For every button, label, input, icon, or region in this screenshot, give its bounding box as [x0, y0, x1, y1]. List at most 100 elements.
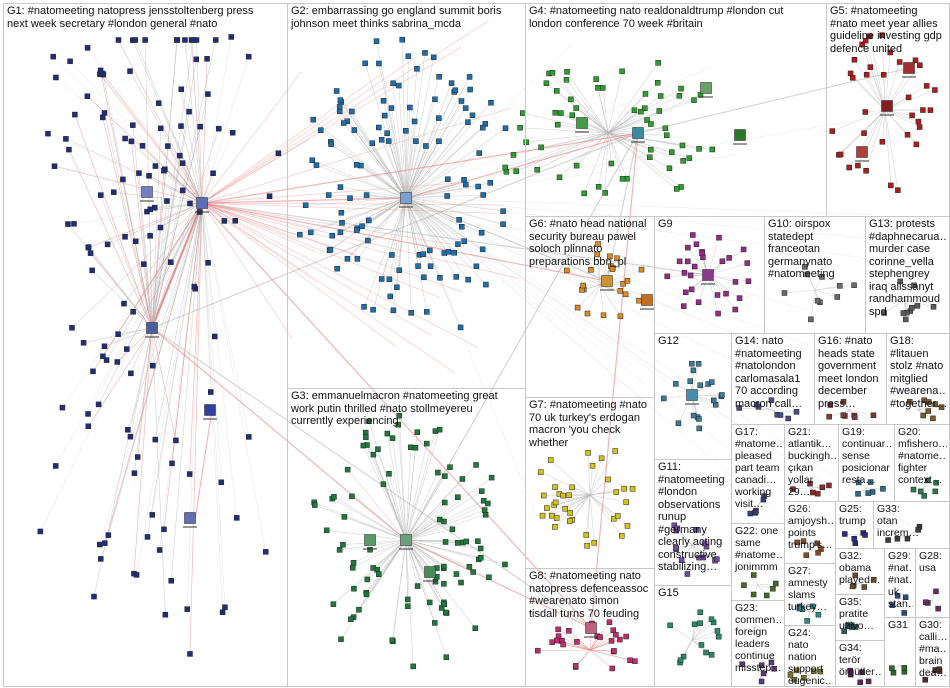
- graph-edge: [201, 202, 401, 258]
- graph-node: [740, 246, 747, 253]
- graph-node: [880, 72, 887, 78]
- graph-node: [98, 556, 104, 562]
- graph-edge: [367, 197, 407, 241]
- graph-node: [921, 493, 927, 499]
- graph-node: [605, 476, 611, 483]
- graph-node: [865, 678, 872, 685]
- graph-edge: [604, 132, 609, 193]
- graph-node: [100, 114, 106, 121]
- graph-node: [714, 292, 721, 298]
- graph-node: [459, 476, 466, 482]
- graph-node: [441, 581, 447, 587]
- group-panel-g21: G21: atlantik… buckingh… çıkan yollar 29…: [784, 424, 839, 502]
- graph-edge: [358, 539, 407, 610]
- graph-node: [930, 415, 936, 422]
- graph-edge: [332, 197, 407, 236]
- graph-node: [913, 141, 920, 148]
- graph-edge: [389, 197, 407, 297]
- graph-edge: [537, 649, 591, 651]
- graph-node: [193, 56, 199, 63]
- graph-node: [114, 359, 121, 365]
- graph-node: [141, 261, 147, 267]
- graph-edge: [333, 496, 407, 541]
- graph-edge: [589, 629, 614, 651]
- graph-node: [678, 85, 684, 92]
- group-panel-g26: G26: amjoysh… points trump's…: [784, 501, 836, 564]
- graph-edge: [405, 197, 749, 340]
- graph-node: [573, 105, 579, 111]
- graph-node: [111, 189, 117, 195]
- graph-node: [246, 434, 252, 440]
- graph-edge: [104, 112, 153, 329]
- graph-edge: [159, 202, 203, 551]
- graph-edge: [563, 644, 591, 651]
- graph-node: [233, 515, 240, 521]
- graph-node: [37, 528, 44, 535]
- graph-edge: [391, 539, 407, 641]
- graph-edge: [405, 197, 465, 242]
- graph-node: [703, 649, 709, 656]
- graph-edge: [88, 202, 203, 248]
- graph-node: [909, 112, 915, 119]
- graph-node: [430, 54, 437, 61]
- graph-edge: [405, 186, 479, 199]
- graph-edge: [607, 99, 695, 134]
- graph-edge: [356, 164, 407, 199]
- graph-node: [585, 622, 597, 634]
- graph-edge: [405, 429, 440, 541]
- graph-node: [656, 108, 663, 114]
- graph-node: [888, 182, 894, 189]
- graph-edge: [405, 197, 807, 311]
- graph-node: [463, 538, 469, 545]
- group-label-g5: G5: #natomeeting #nato meet year allies …: [830, 5, 942, 55]
- graph-node: [502, 561, 508, 568]
- group-panel-g25: G25: trump: [835, 501, 874, 549]
- graph-node: [927, 107, 934, 113]
- graph-node: [691, 97, 697, 103]
- graph-node: [585, 450, 591, 456]
- graph-edge: [884, 109, 892, 186]
- graph-node: [130, 122, 136, 128]
- graph-edge: [189, 202, 203, 654]
- graph-node: [541, 492, 547, 499]
- graph-edge: [405, 127, 483, 199]
- graph-node: [865, 490, 871, 496]
- graph-node: [453, 274, 459, 280]
- graph-node: [50, 53, 56, 60]
- graph-node: [915, 118, 922, 125]
- graph-node: [552, 484, 558, 490]
- graph-node: [917, 488, 924, 495]
- graph-node: [386, 276, 393, 283]
- graph-node: [313, 162, 320, 168]
- graph-node: [685, 244, 691, 251]
- graph-node: [204, 56, 210, 62]
- graph-edge: [405, 197, 425, 278]
- graph-edge: [387, 433, 407, 541]
- graph-node: [131, 470, 138, 476]
- graph-node: [611, 648, 617, 654]
- graph-node: [674, 186, 680, 192]
- graph-edge: [330, 141, 407, 199]
- graph-edge: [99, 202, 203, 545]
- graph-node: [458, 579, 464, 586]
- graph-edge: [62, 202, 203, 408]
- graph-node: [567, 518, 573, 524]
- graph-node: [855, 479, 862, 486]
- graph-node: [369, 140, 376, 146]
- graph-node: [852, 414, 858, 420]
- graph-node: [535, 647, 541, 654]
- graph-node: [364, 576, 371, 583]
- graph-node: [442, 473, 448, 479]
- graph-node: [638, 266, 645, 273]
- graph-node: [817, 668, 824, 675]
- graph-node: [629, 486, 636, 492]
- graph-edge: [152, 202, 203, 515]
- graph-node: [297, 231, 303, 238]
- graph-node: [847, 671, 854, 678]
- graph-edge: [520, 127, 609, 134]
- graph-edge: [100, 70, 153, 329]
- group-label-g18: G18: #litauen stolz #nato mitglied #wear…: [890, 335, 947, 410]
- graph-node: [365, 237, 371, 244]
- graph-node: [376, 124, 382, 131]
- graph-edge: [865, 487, 883, 490]
